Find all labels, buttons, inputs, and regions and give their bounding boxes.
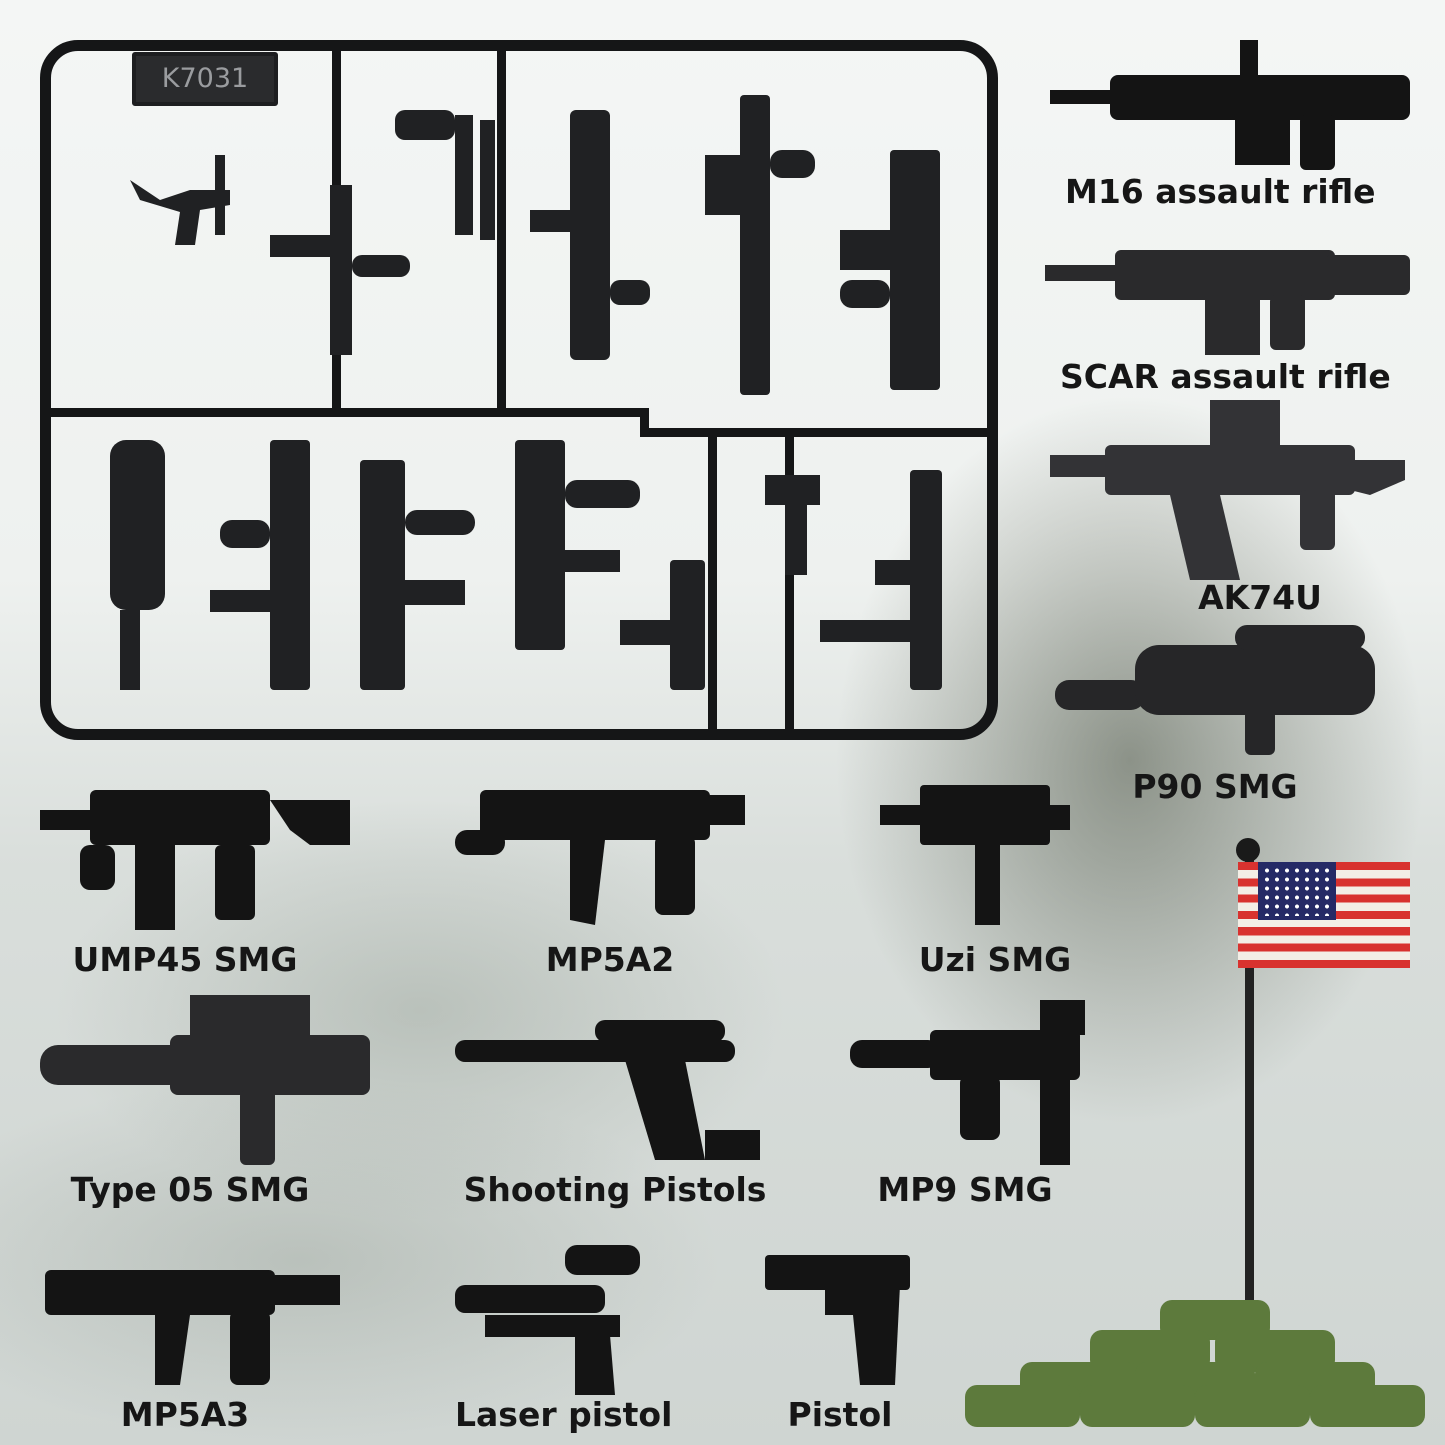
sprue-runner: [708, 430, 717, 730]
sprue-runner: [785, 430, 794, 730]
sprue-pistol-icon: [120, 150, 240, 250]
sprue-p90-icon: [90, 440, 190, 690]
us-flag-stars: [1262, 866, 1332, 916]
m16-label: M16 assault rifle: [1065, 172, 1376, 211]
shooting-pistols-label: Shooting Pistols: [463, 1170, 767, 1209]
p90-label: P90 SMG: [1132, 767, 1298, 806]
laser-pistol-icon: [455, 1245, 645, 1395]
ak74u-icon: [1050, 400, 1405, 585]
laser-pistol-label: Laser pistol: [455, 1395, 673, 1434]
sprue-ump45-icon: [210, 440, 330, 690]
scar-label: SCAR assault rifle: [1060, 357, 1391, 396]
sprue-uzi-icon: [620, 560, 710, 690]
sprue-mp5a2-icon: [515, 440, 645, 650]
sprue-mp5a3-icon: [360, 460, 480, 690]
weapon-sprue-frame: [40, 40, 998, 740]
uzi-icon: [880, 775, 1070, 925]
sprue-crossbar: [48, 408, 648, 417]
m16-icon: [1050, 40, 1412, 170]
sprue-m16-icon: [705, 95, 815, 395]
shooting-pistol-icon: [455, 1010, 765, 1165]
uzi-label: Uzi SMG: [918, 940, 1072, 979]
p90-icon: [1055, 625, 1380, 755]
sandbag-base-icon: [960, 1290, 1430, 1430]
scar-icon: [1045, 225, 1410, 355]
pistol-label: Pistol: [787, 1395, 893, 1434]
flag-pole-finial: [1236, 838, 1260, 862]
ump45-icon: [40, 770, 350, 930]
sprue-mp9-alt-icon: [820, 470, 960, 690]
sprue-crossbar: [640, 408, 649, 437]
ump45-label: UMP45 SMG: [72, 940, 298, 979]
pistol-icon: [765, 1255, 910, 1385]
type05-label: Type 05 SMG: [70, 1170, 310, 1209]
mp9-label: MP9 SMG: [877, 1170, 1053, 1209]
mp5a2-icon: [455, 770, 750, 930]
sprue-runner: [497, 48, 506, 408]
ak74u-label: AK74U: [1198, 578, 1322, 617]
sprue-type05-icon: [270, 185, 410, 355]
flag-pole: [1245, 850, 1254, 1410]
mp9-icon: [850, 1000, 1110, 1165]
sprue-laser-pistol-icon: [395, 100, 505, 240]
sprue-shooting-pistol-icon: [765, 465, 825, 575]
sprue-mp9-icon: [530, 110, 650, 360]
mp5a2-label: MP5A2: [545, 940, 675, 979]
sprue-code-label: K7031: [132, 52, 278, 106]
mp5a3-icon: [45, 1235, 345, 1390]
mp5a3-label: MP5A3: [120, 1395, 250, 1434]
sprue-crossbar: [640, 428, 990, 437]
sprue-scar-icon: [840, 150, 960, 390]
type05-icon: [40, 985, 370, 1165]
